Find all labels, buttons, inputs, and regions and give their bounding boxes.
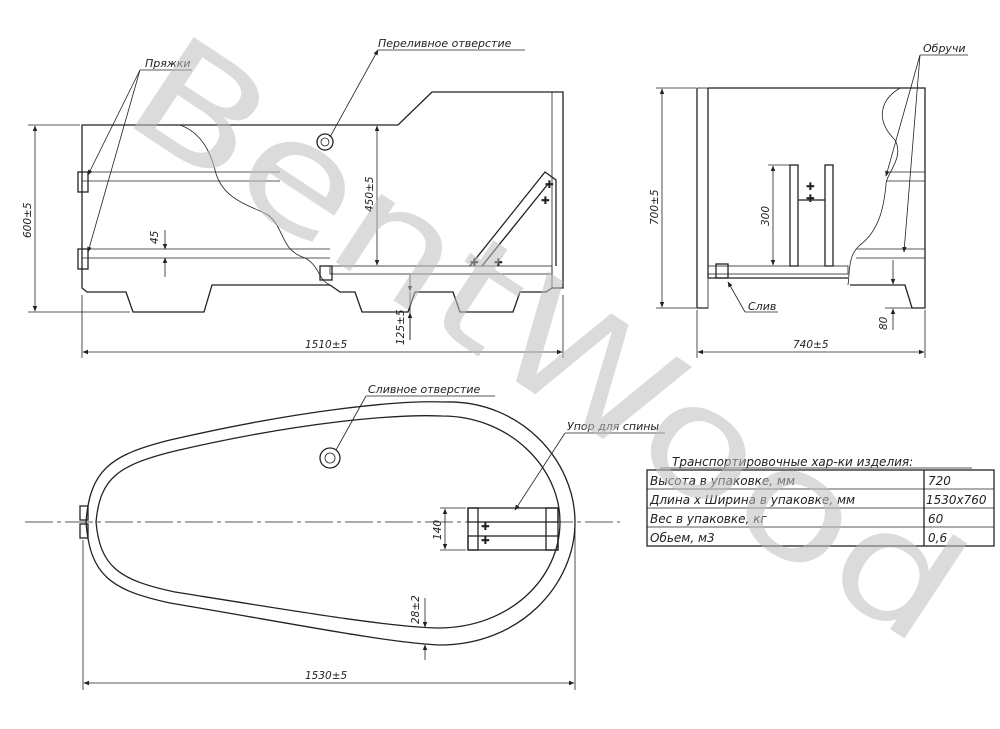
svg-text:✚: ✚ [806,181,815,193]
svg-text:✚: ✚ [494,257,503,269]
dim-600: 600±5 [22,202,34,238]
dim-450: 450±5 [364,176,376,212]
dim-45: 45 [149,230,161,244]
svg-text:✚: ✚ [541,195,550,207]
table-row-value: 1530х760 [926,493,987,507]
dim-1530: 1530±5 [305,670,348,682]
front-view: ✚ ✚ ✚ ✚ Переливное отверстие Пряжки 600±… [22,37,564,358]
dim-28: 28±2 [410,595,422,624]
table-row-label: Обьем, м3 [650,531,715,545]
dim-740: 740±5 [793,339,829,351]
dim-300: 300 [760,206,772,226]
hoops-label: Обручи [923,42,966,55]
table-row-label: Высота в упаковке, мм [650,474,795,488]
table-row-value: 720 [928,474,951,488]
dim-140: 140 [432,520,444,540]
svg-text:✚: ✚ [545,179,554,191]
overflow-hole-label: Переливное отверстие [378,37,512,50]
table-row-value: 0,6 [928,531,947,545]
svg-text:✚: ✚ [481,521,490,533]
dim-700: 700±5 [649,189,661,225]
top-view: Сливное отверстие ✚ ✚ Упор для спины 140… [25,383,665,690]
dim-80: 80 [878,316,890,330]
side-view: ✚ ✚ Слив Обручи 700±5 300 80 740±5 [649,42,968,358]
table-row-value: 60 [928,512,944,526]
dim-125: 125±5 [395,309,407,345]
watermark: BentWood [98,3,995,678]
svg-text:✚: ✚ [470,257,479,269]
drain-label: Слив [748,300,776,313]
transport-table-title: Транспортировочные хар-ки изделия: [672,455,913,469]
svg-text:✚: ✚ [481,535,490,547]
table-row-label: Вес в упаковке, кг [650,512,767,526]
transport-table: Транспортировочные хар-ки изделия: Высот… [646,455,995,547]
dim-1510: 1510±5 [305,339,348,351]
drain-hole-label: Сливное отверстие [368,383,481,396]
table-row-label: Длина х Ширина в упаковке, мм [649,493,855,507]
svg-text:✚: ✚ [806,193,815,205]
buckles-label: Пряжки [145,57,191,70]
back-stop-label: Упор для спины [567,420,659,433]
